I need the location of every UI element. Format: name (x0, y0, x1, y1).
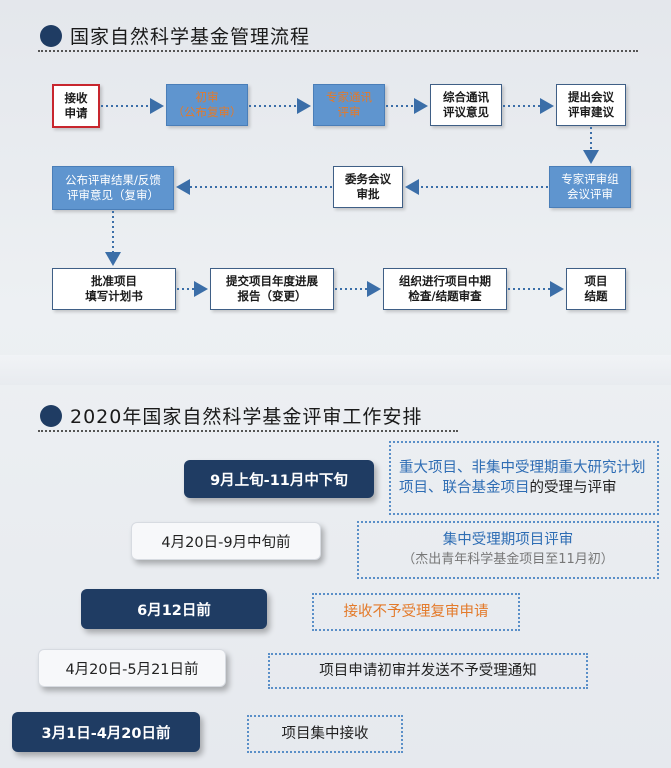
bullet-dot-icon (40, 404, 62, 427)
flow-box-midterm-check: 组织进行项目中期检查/结题审查 (383, 268, 507, 310)
flow-box-project-closure: 项目结题 (566, 268, 626, 310)
schedule-date-2: 4月20日-9月中旬前 (131, 522, 321, 560)
section2-title: 2020年国家自然科学基金评审工作安排 (70, 406, 423, 428)
flow-box-comprehensive-opinion: 综合通讯评议意见 (430, 84, 502, 126)
flow-box-approve-project: 批准项目填写计划书 (52, 268, 176, 310)
flow-box-expert-review: 专家通讯评审 (313, 84, 385, 126)
schedule-desc-4: 项目申请初审并发送不予受理通知 (268, 653, 588, 689)
flow-arrows (101, 98, 599, 297)
flow-box-publish-results: 公布评审结果/反馈评审意见（复审） (52, 166, 174, 210)
schedule-desc-5: 项目集中接收 (247, 715, 403, 753)
schedule-desc-1: 重大项目、非集中受理期重大研究计划项目、联合基金项目的受理与评审 (389, 441, 659, 515)
schedule-date-1: 9月上旬-11月中下旬 (184, 460, 374, 498)
section1-title: 国家自然科学基金管理流程 (70, 26, 311, 48)
section2-header: 2020年国家自然科学基金评审工作安排 (40, 402, 422, 429)
schedule-date-5: 3月1日-4月20日前 (12, 712, 200, 752)
section2-divider (38, 430, 458, 432)
schedule-date-4: 4月20日-5月21日前 (38, 649, 226, 687)
flow-box-panel-review: 专家评审组会议评审 (549, 166, 631, 208)
flow-box-annual-report: 提交项目年度进展报告（变更） (210, 268, 334, 310)
flow-box-initial-review: 初审（公布复审） (166, 84, 248, 126)
schedule-desc-3: 接收不予受理复审申请 (312, 593, 520, 631)
schedule-desc-2: 集中受理期项目评审 （杰出青年科学基金项目至11月初） (357, 521, 659, 579)
flow-box-committee-approval: 委务会议审批 (333, 166, 403, 208)
flow-box-receive: 接收申请 (52, 84, 100, 128)
bullet-dot-icon (40, 24, 62, 47)
section1-divider (38, 50, 638, 52)
flow-box-meeting-suggestion: 提出会议评审建议 (556, 84, 626, 126)
section1-header: 国家自然科学基金管理流程 (40, 22, 310, 49)
schedule-date-3: 6月12日前 (81, 589, 267, 629)
section-separator (0, 355, 671, 385)
